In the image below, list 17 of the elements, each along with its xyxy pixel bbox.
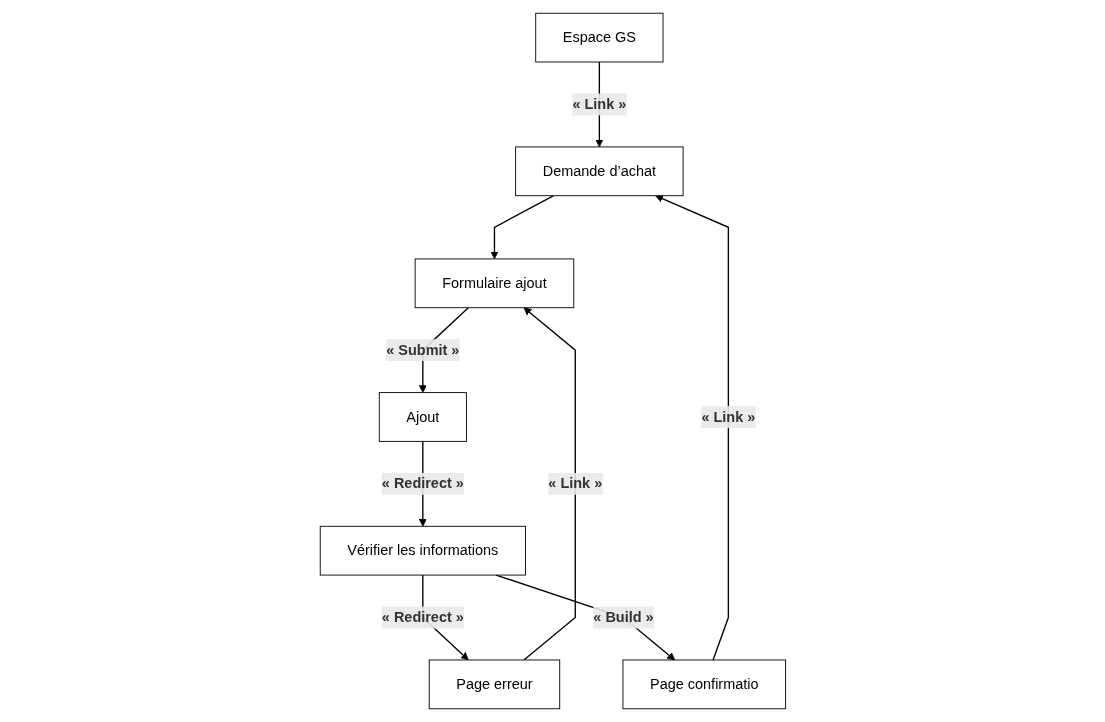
edge-label: « Submit » (385, 342, 459, 358)
edge-label: « Redirect » (381, 475, 464, 492)
node-box: Page confirmatio (622, 659, 786, 710)
node-box: Demande d’achat (514, 146, 684, 197)
node-box: Ajout (378, 392, 467, 442)
edge-label: « Build » (592, 609, 654, 625)
node-box: Formulaire ajout (414, 258, 574, 309)
edge-label: « Link » (701, 408, 755, 425)
node-box: Espace GS (534, 12, 664, 63)
edge-label: « Link » (547, 475, 602, 492)
arrow (654, 194, 729, 661)
edge-label: « Link » (572, 96, 626, 112)
node-box: Vérifier les informations (319, 525, 526, 576)
edge-label: « Redirect » (381, 609, 464, 625)
arrow (490, 195, 554, 260)
node-box: Page erreur (428, 659, 560, 710)
arrow (522, 307, 576, 661)
